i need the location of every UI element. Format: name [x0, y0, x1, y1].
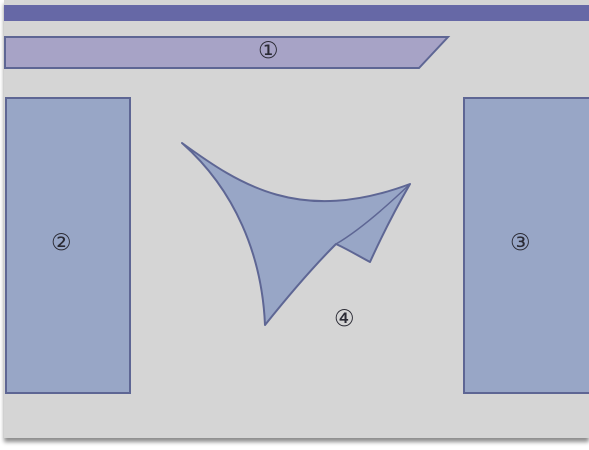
banner-region-1 — [4, 36, 451, 69]
right-panel-region-3 — [463, 97, 589, 394]
label-region-3: ③ — [510, 230, 531, 256]
top-stripe — [4, 5, 589, 21]
label-region-4: ④ — [334, 306, 355, 332]
label-region-2: ② — [51, 230, 72, 256]
sail-shape-region-4 — [181, 142, 411, 326]
left-panel-region-2 — [5, 97, 131, 394]
sail-fold-line — [335, 183, 411, 245]
label-region-1: ① — [258, 38, 279, 64]
